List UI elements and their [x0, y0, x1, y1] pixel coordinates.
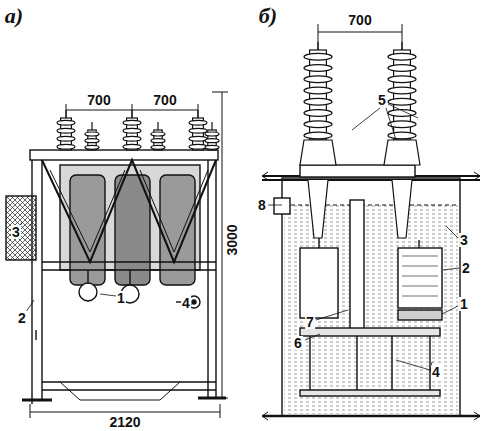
terminal-stud [401, 42, 402, 50]
frame-view-a [6, 92, 228, 418]
insulator-rib [304, 98, 332, 105]
dimension-value: 2120 [108, 415, 141, 429]
insulator-rib [189, 120, 207, 125]
callout-number: 3 [11, 225, 21, 239]
insulator-rib [205, 132, 219, 136]
dimension-value: 700 [347, 13, 372, 27]
dimension-value: 700 [86, 93, 111, 107]
insulator-rib [151, 132, 165, 136]
insulator-rib [304, 65, 332, 72]
bushing-lower [308, 180, 328, 238]
insulator-rib [123, 128, 141, 133]
insulator-rib [123, 120, 141, 125]
insulator-rib [85, 132, 99, 136]
insulator-rib [388, 65, 416, 72]
bushing-flange [300, 140, 336, 165]
insulator-rib [57, 136, 75, 141]
callout-number: 2 [17, 311, 27, 325]
insulator-rib [205, 145, 219, 149]
insulator-rib [304, 132, 332, 139]
insulator-rib [304, 110, 332, 117]
insulator-rib [205, 139, 219, 143]
insulator-rib [304, 76, 332, 83]
insulator-rib [85, 145, 99, 149]
dimension-value: 700 [152, 93, 177, 107]
insulator-rib [189, 128, 207, 133]
insulator-rib [304, 121, 332, 128]
callout-number: 1 [116, 291, 126, 305]
dimension-value: 3000 [225, 223, 239, 256]
callout-number: 3 [459, 233, 469, 247]
insulator-rib [388, 53, 416, 60]
callout-number: 4 [181, 296, 191, 310]
insulator-rib [57, 144, 75, 149]
terminal-stud [317, 42, 318, 50]
callout-number: 7 [305, 315, 315, 329]
insulator-rib [57, 128, 75, 133]
insulator-rib [304, 87, 332, 94]
insulator-rib [151, 145, 165, 149]
insulator-rib [189, 136, 207, 141]
terminal-stud [131, 110, 132, 118]
insulator-rib [388, 132, 416, 139]
insulator-rib [388, 87, 416, 94]
terminal-stud [157, 122, 158, 130]
bushing-lower [392, 180, 412, 238]
callout-number: 6 [293, 336, 303, 350]
section-view-b [20, 24, 480, 420]
callout-number: 1 [459, 297, 469, 311]
insulator-rib [388, 98, 416, 105]
terminal-stud [65, 110, 66, 118]
callout-number: 4 [431, 365, 441, 379]
terminal-stud [197, 110, 198, 118]
callout-number: 5 [377, 93, 387, 107]
view-letter: а) [4, 5, 24, 27]
insulator-rib [123, 136, 141, 141]
insulator-rib [304, 53, 332, 60]
terminal-stud [211, 122, 212, 130]
bushing-flange [384, 140, 420, 165]
callout-number: 8 [257, 198, 267, 212]
insulator-rib [189, 144, 207, 149]
insulator-rib [151, 139, 165, 143]
insulator-rib [123, 144, 141, 149]
terminal-stud [91, 122, 92, 130]
insulator-rib [85, 139, 99, 143]
callout-number: 2 [461, 261, 471, 275]
insulator-rib [57, 120, 75, 125]
insulator-rib [388, 76, 416, 83]
view-letter: б) [258, 5, 278, 27]
